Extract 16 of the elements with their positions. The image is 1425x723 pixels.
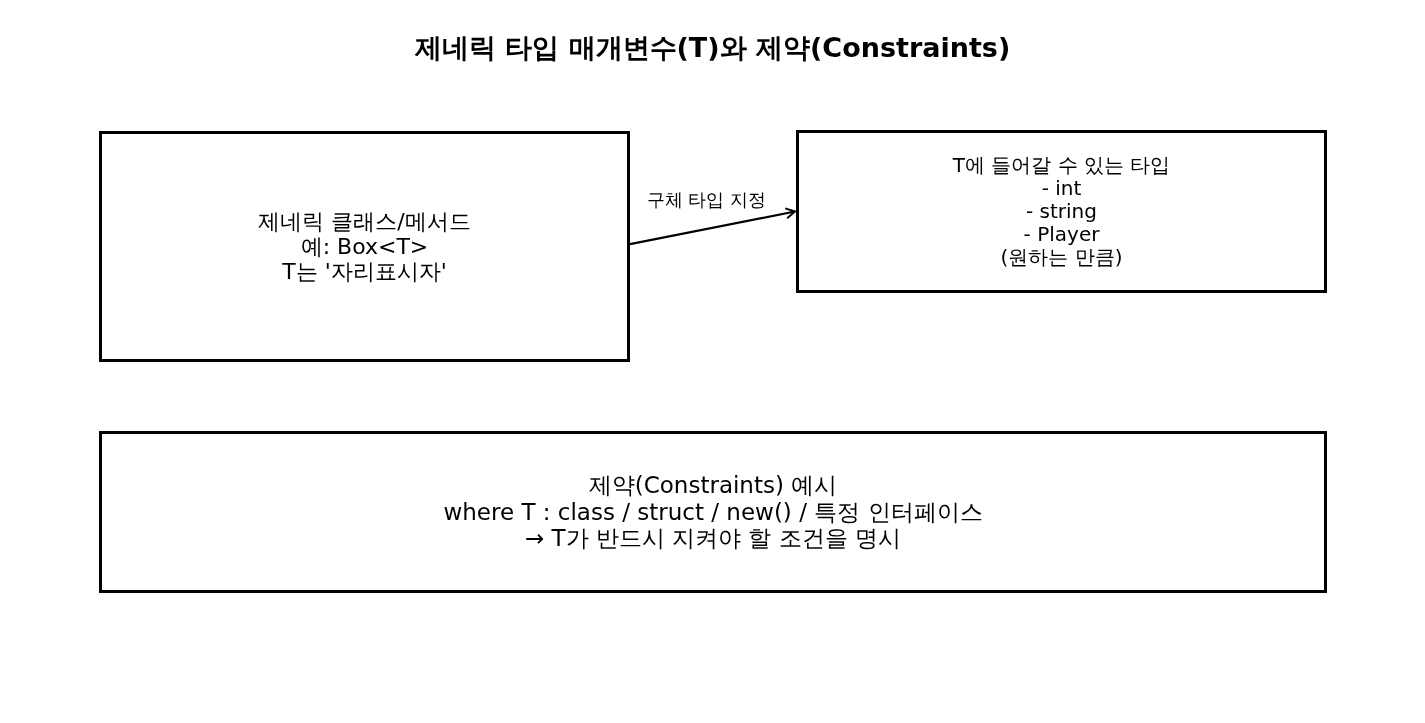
diagram-title: 제네릭 타입 매개변수(T)와 제약(Constraints) bbox=[413, 31, 1012, 65]
node-text: (원하는 만큼) bbox=[1000, 246, 1123, 269]
text-box bbox=[99, 431, 1327, 593]
node-text: - Player bbox=[1023, 223, 1100, 246]
arrow bbox=[629, 207, 796, 246]
text-box bbox=[99, 131, 630, 362]
text-box bbox=[796, 130, 1327, 293]
node-text: T에 들어갈 수 있는 타입 bbox=[952, 154, 1171, 177]
node-text: → T가 반드시 지켜야 할 조건을 명시 bbox=[524, 525, 902, 552]
node-text: 제약(Constraints) 예시 bbox=[588, 472, 838, 499]
node-text: 예: Box<T> bbox=[300, 233, 429, 260]
node-text: where T : class / struct / new() / 특정 인터페이스 bbox=[443, 498, 983, 526]
node-text: T는 '자리표시자' bbox=[282, 259, 447, 285]
node-text: 제네릭 클래스/메서드 bbox=[258, 208, 471, 234]
node-text: - int bbox=[1041, 177, 1082, 200]
node-text: - string bbox=[1026, 200, 1097, 223]
